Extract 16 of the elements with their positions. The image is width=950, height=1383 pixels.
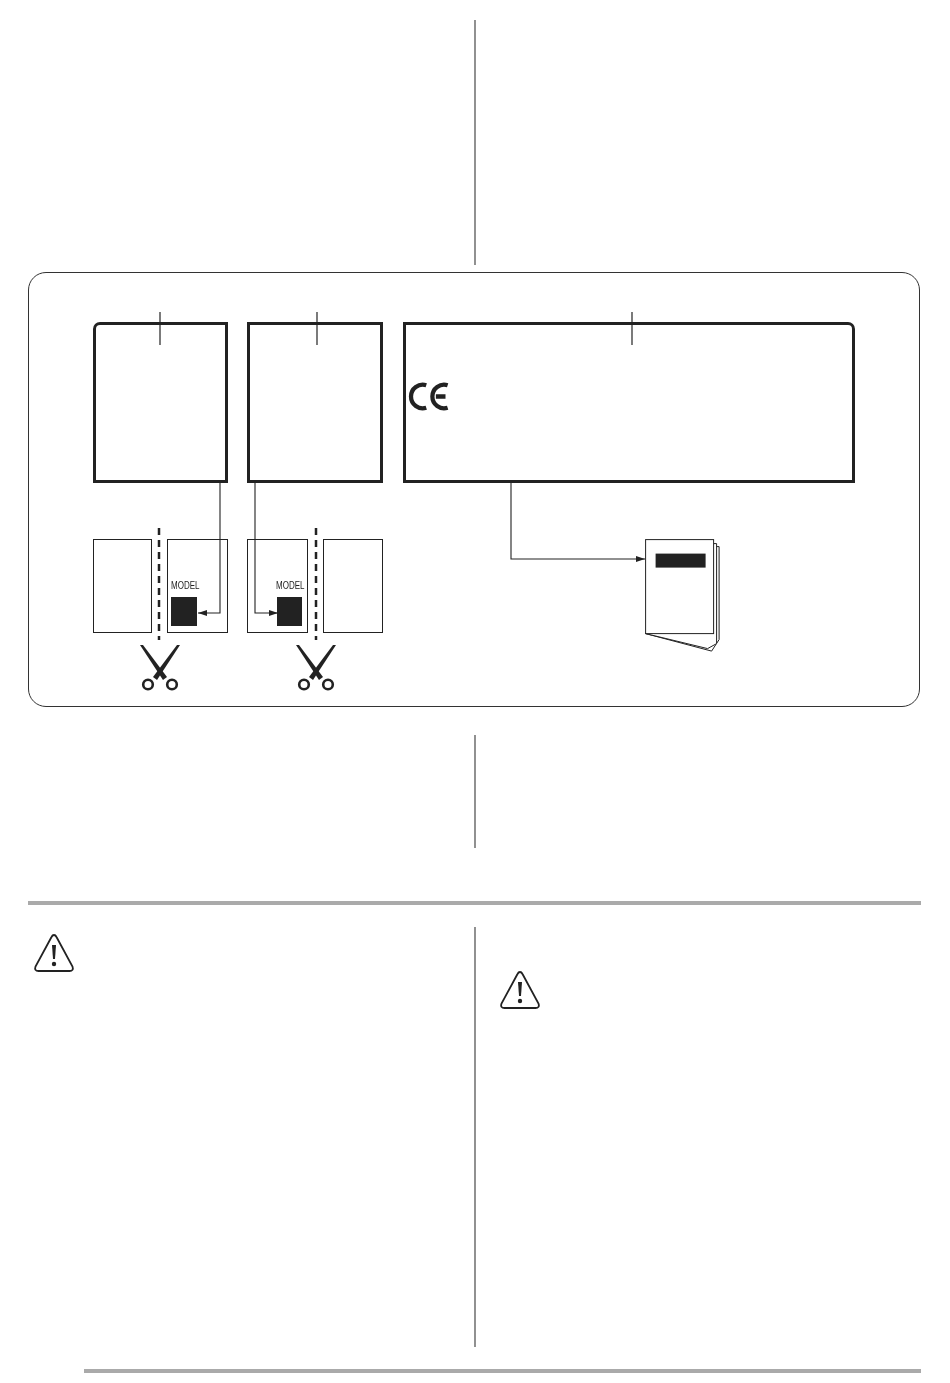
sticker-sheet <box>246 538 308 633</box>
printed-block <box>277 597 303 627</box>
label-box <box>402 321 855 483</box>
booklet-drawing <box>644 538 720 652</box>
arrow <box>510 482 646 562</box>
label-box <box>92 321 228 483</box>
model-label: MODEL <box>171 580 200 592</box>
sticker-sheet <box>322 538 383 633</box>
model-label: MODEL <box>276 580 305 592</box>
arrow <box>197 482 221 616</box>
sticker-sheet <box>92 538 152 633</box>
printed-block <box>171 597 198 627</box>
label-box <box>246 321 383 483</box>
sticker-sheet <box>166 538 228 633</box>
panel-frame <box>28 272 920 707</box>
arrow <box>254 482 279 616</box>
